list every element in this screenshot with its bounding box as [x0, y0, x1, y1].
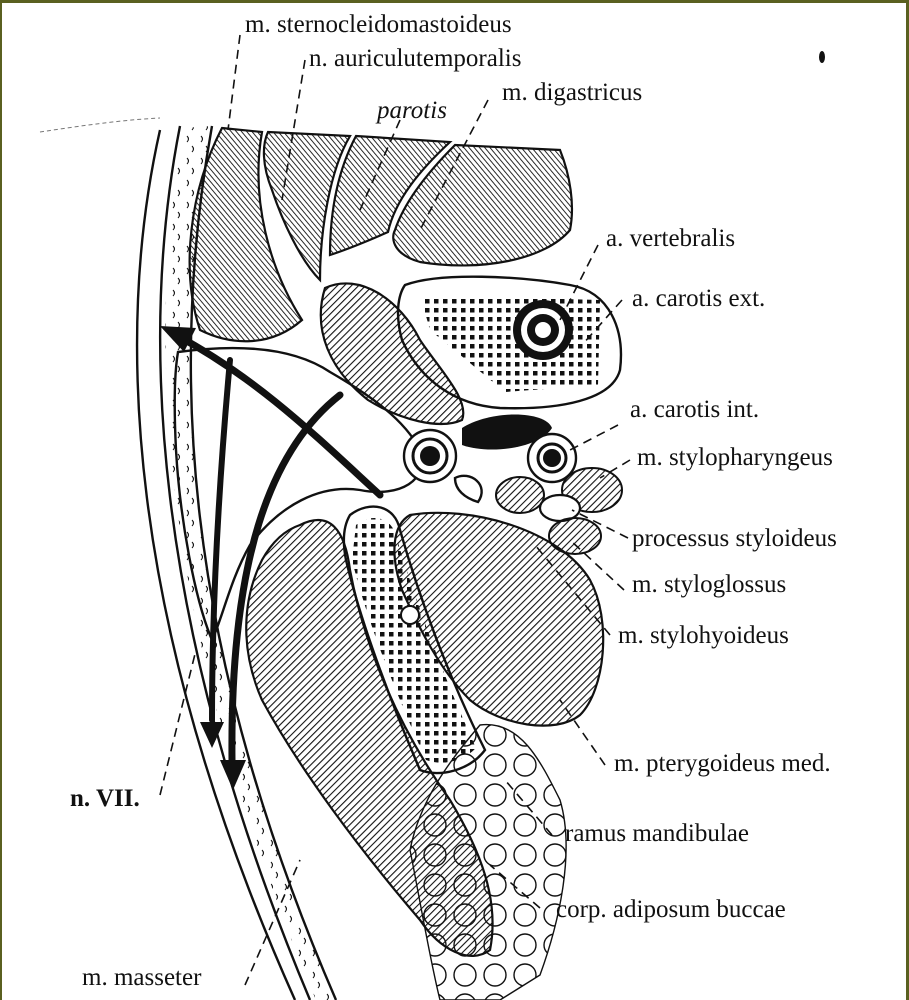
- left-frame-line: [0, 0, 2, 1000]
- stylohyoid-small: [496, 477, 544, 513]
- label-carotis-int: a. carotis int.: [630, 396, 759, 423]
- label-auriculotemporalis: n. auriculutemporalis: [309, 45, 521, 72]
- label-parotis: parotis: [375, 97, 447, 124]
- label-stylopharyngeus: m. stylopharyngeus: [637, 444, 833, 471]
- label-styloglossus: m. styloglossus: [632, 571, 786, 598]
- label-corp-adiposum-buccae: corp. adiposum buccae: [556, 896, 786, 923]
- label-sternocleidomastoideus: m. sternocleidomastoideus: [245, 11, 512, 38]
- corpus-adiposum-buccae: [410, 725, 566, 1000]
- label-digastricus: m. digastricus: [502, 79, 642, 106]
- label-stylohyoideus: m. stylohyoideus: [618, 622, 789, 649]
- label-ramus-mandibulae: ramus mandibulae: [565, 820, 749, 847]
- label-processus-styloideus: processus styloideus: [632, 525, 837, 552]
- label-vertebralis: a. vertebralis: [606, 225, 735, 252]
- label-carotis-ext: a. carotis ext.: [632, 285, 765, 312]
- label-pterygoideus-med: m. pterygoideus med.: [614, 750, 831, 777]
- top-frame-line: [0, 0, 909, 3]
- label-n-vii: n. VII.: [70, 785, 140, 812]
- scan-mark: [40, 118, 160, 132]
- ink-speck: [819, 51, 825, 63]
- carotid-vessels: [404, 415, 576, 503]
- label-masseter: m. masseter: [82, 964, 202, 991]
